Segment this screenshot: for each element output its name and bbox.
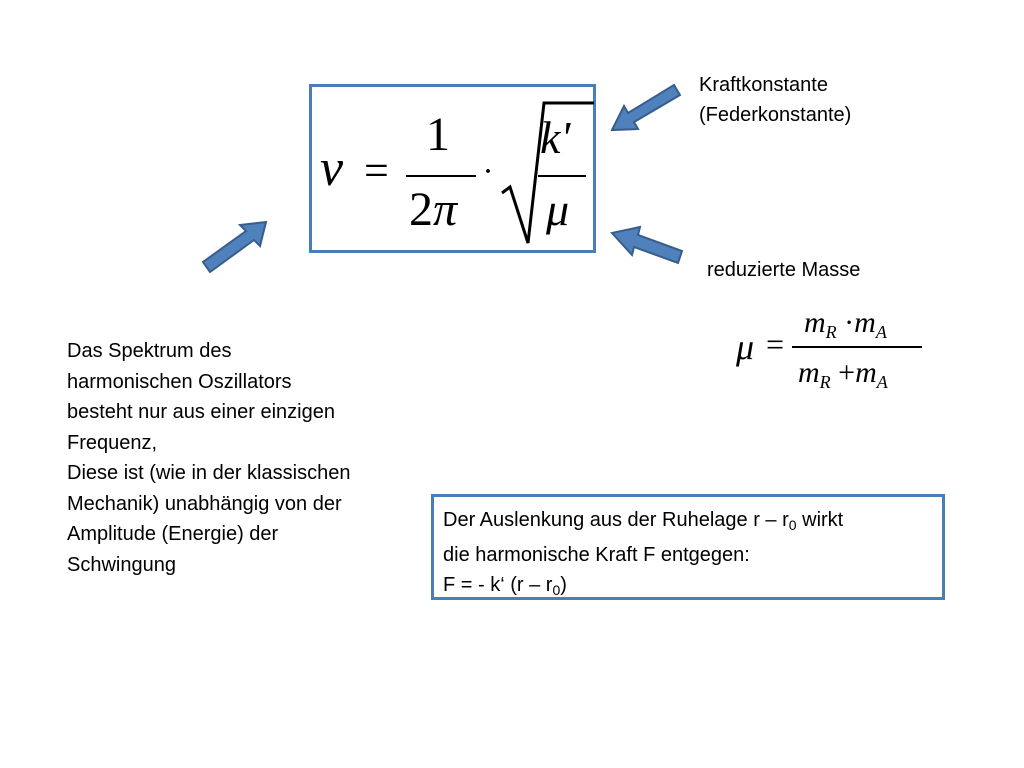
text-line: harmonischen Oszillators xyxy=(67,370,292,393)
text-line: Frequenz, xyxy=(67,431,158,454)
formula-sqrt-numerator: k' xyxy=(540,112,571,163)
text-line: besteht nur aus einer einzigen xyxy=(67,401,335,423)
reduced-mass-denominator: mR +mA xyxy=(798,356,888,392)
label-reduzierte-masse: reduzierte Masse xyxy=(707,259,861,281)
label-kraftkonstante: Kraftkonstante (Federkonstante) xyxy=(699,74,852,126)
formula-sqrt-fraction-bar xyxy=(538,175,586,177)
arrow-spektrum xyxy=(201,220,268,274)
force-line-3: F = - k‘ (r – r0) xyxy=(443,574,567,598)
formula-multiplication-dot: · xyxy=(484,159,493,185)
oscillator-frequency-formula-box: ν = 1 2π · k' μ xyxy=(309,84,596,253)
text-line: Mechanik) unabhängig von der xyxy=(67,492,342,515)
text-line: Diese ist (wie in der klassischen xyxy=(67,462,351,484)
force-line-2: die harmonische Kraft F entgegen: xyxy=(443,544,750,566)
force-line-1: Der Auslenkung aus der Ruhelage r – r0 w… xyxy=(443,509,844,533)
formula-sqrt-denominator: μ xyxy=(546,184,570,235)
restoring-force-box: Der Auslenkung aus der Ruhelage r – r0 w… xyxy=(431,494,945,600)
square-root-sign xyxy=(501,101,594,244)
reduced-mass-numerator: mR ·mA xyxy=(804,306,887,342)
spectrum-description-text: Das Spektrum des harmonischen Oszillator… xyxy=(67,336,407,580)
reduced-mass-formula: μ = mR ·mA mR +mA xyxy=(736,306,936,406)
formula-nu: ν xyxy=(320,140,344,197)
formula-fraction-bar xyxy=(406,175,476,177)
text-line: Das Spektrum des xyxy=(67,340,232,362)
formula-fraction-denominator: 2π xyxy=(409,183,458,236)
arrow-kraftkonstante xyxy=(610,83,682,132)
text-line: Schwingung xyxy=(67,553,176,576)
reduced-mass-mu: μ xyxy=(736,327,755,367)
reduced-mass-fraction-bar xyxy=(792,346,922,348)
formula-fraction-numerator: 1 xyxy=(426,108,450,161)
arrow-reduzierte-masse xyxy=(610,225,684,265)
formula-equals: = xyxy=(364,146,389,195)
text-line: Amplitude (Energie) der xyxy=(67,523,279,545)
reduced-mass-equals: = xyxy=(766,326,785,362)
